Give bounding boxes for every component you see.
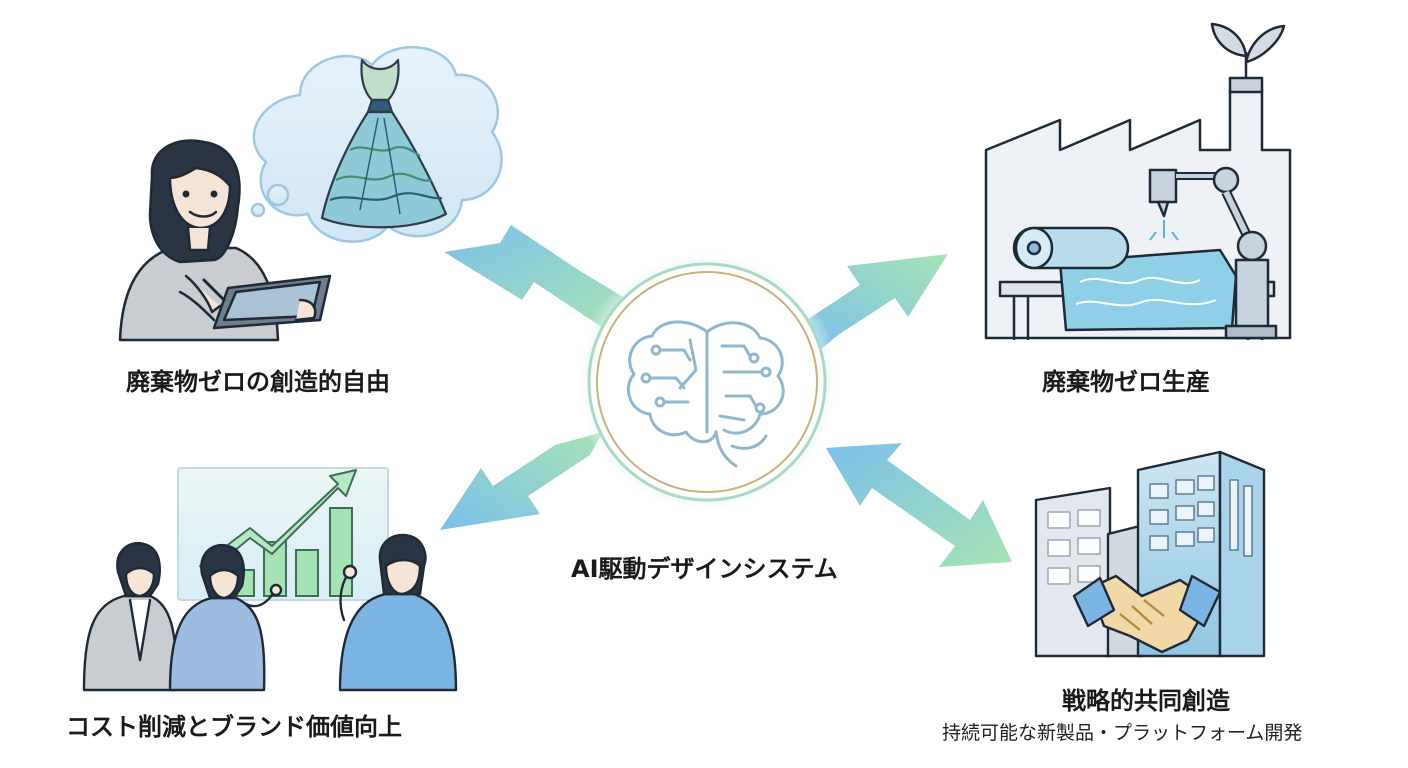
label-top-right: 廃棄物ゼロ生産 [1042, 368, 1210, 396]
robotic-factory-icon [984, 22, 1292, 340]
arrow-bidirectional-bottom-right [826, 443, 1012, 567]
label-top-left: 廃棄物ゼロの創造的自由 [126, 368, 390, 396]
sublabel-bottom-right: 持続可能な新製品・プラットフォーム開発 [942, 722, 1303, 744]
label-bottom-left: コスト削減とブランド価値向上 [66, 713, 402, 741]
designer-person [118, 139, 332, 342]
label-bottom-right: 戦略的共同創造 [1062, 687, 1230, 715]
arrow-to-top-left [444, 225, 625, 328]
team-growth-chart-icon [82, 467, 458, 692]
dress-icon [320, 58, 448, 229]
brain-circuit-icon [627, 320, 785, 468]
handshake-buildings-icon [1034, 450, 1266, 658]
label-center: AI駆動デザインシステム [571, 555, 838, 583]
designer-with-tablet-icon [118, 46, 503, 342]
arrow-to-top-right [805, 254, 948, 350]
arrow-to-bottom-left [440, 432, 603, 530]
team-people [82, 533, 458, 692]
